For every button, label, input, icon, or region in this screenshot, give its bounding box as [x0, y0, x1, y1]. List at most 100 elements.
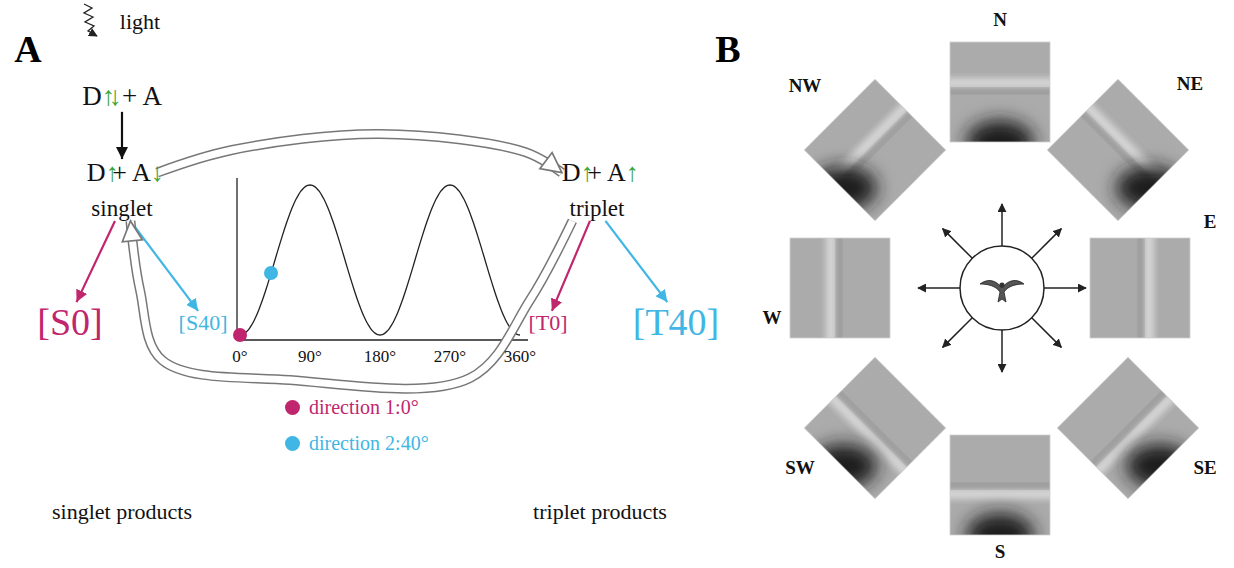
compass-arrow: [1032, 318, 1062, 348]
glyph: ]: [90, 301, 103, 343]
glyph: ↑: [106, 158, 113, 187]
angle-plot: [233, 178, 528, 342]
glyph: +: [112, 158, 127, 187]
plot-axis: [237, 339, 528, 340]
spin-state: D↑↓ + A: [82, 82, 162, 112]
glyph: g: [118, 196, 130, 221]
state-label: D↑+ A↓: [87, 159, 157, 188]
glyph: 0: [688, 301, 707, 343]
bird-symbol: [980, 281, 1024, 302]
reaction-arrow: [122, 112, 123, 159]
compass-arrow: [1001, 330, 1003, 372]
transition-arrow: [130, 221, 572, 389]
arrow-body: [130, 221, 572, 389]
glyph: D: [562, 158, 581, 187]
panel-letter: B: [715, 29, 740, 71]
glyph: [: [179, 310, 186, 335]
state-label: D↑↓ + A: [82, 82, 162, 112]
glyph: ]: [220, 310, 227, 335]
glyph: 0: [71, 301, 90, 343]
glyph: D: [87, 158, 106, 187]
glyph: [: [528, 310, 535, 335]
state-label: [T0]: [528, 311, 567, 335]
compass-ring: [960, 246, 1044, 330]
arrow-head: [157, 134, 562, 173]
glyph: 4: [669, 301, 688, 343]
light-label: light: [120, 10, 160, 34]
bird-head: [999, 282, 1004, 287]
glyph: i: [100, 196, 106, 221]
compass-arrows: [918, 204, 1086, 372]
light-ray: [84, 4, 97, 36]
compass-arrow: [1044, 287, 1086, 289]
compass-arrow: [943, 229, 973, 259]
glyph: 0: [209, 310, 220, 335]
glyph: s: [91, 196, 100, 221]
axis-tick: 360°: [504, 348, 536, 367]
glyph: e: [136, 196, 146, 221]
group-caption: singlet products: [52, 500, 192, 524]
plot-dot: [233, 328, 247, 342]
compass-point: SW: [785, 458, 815, 479]
compass-arrow: [918, 287, 960, 289]
glyph: ↑: [626, 158, 633, 187]
transition-arrow: [157, 134, 562, 173]
glyph: ↑: [581, 158, 588, 187]
compass-point: W: [763, 308, 782, 329]
arrow-line: [121, 112, 123, 159]
compass: [918, 204, 1086, 372]
axis-tick: 90°: [298, 348, 322, 367]
glyph: l: [130, 196, 136, 221]
glyph: ]: [560, 310, 567, 335]
compass-point: NE: [1177, 74, 1203, 95]
glyph: t: [146, 196, 152, 221]
state-label: [S0]: [37, 302, 102, 344]
compass-point: E: [1204, 212, 1217, 233]
glyph: A: [607, 158, 626, 187]
arrow-line: [77, 221, 115, 302]
legend-text: direction 1:0°: [309, 396, 419, 418]
glyph: [127, 158, 132, 187]
glyph: p: [590, 196, 602, 221]
state-label: [S40]: [179, 311, 228, 335]
glyph: l: [601, 196, 607, 221]
compass-arrow: [1001, 204, 1003, 246]
glyph: A: [142, 81, 162, 111]
glyph: i: [584, 196, 590, 221]
legend-swatch: [285, 436, 300, 451]
glyph: ]: [707, 301, 720, 343]
group-caption: triplet products: [533, 500, 667, 524]
glyph: r: [576, 196, 584, 221]
plot-curve: [240, 185, 520, 335]
compass-point: N: [993, 10, 1007, 31]
glyph: ↓: [108, 81, 115, 111]
axis-tick: 180°: [364, 348, 396, 367]
arrow-line: [605, 221, 667, 302]
axis-tick: 0°: [232, 348, 247, 367]
glyph: S: [186, 310, 198, 335]
state-name: singlet: [87, 196, 157, 221]
legend-entry: direction 2:40°: [285, 432, 429, 454]
legend-text: direction 2:40°: [309, 432, 429, 454]
state-label: [T40]: [633, 302, 720, 344]
sky-tile: [1053, 353, 1203, 503]
glyph: S: [50, 301, 71, 343]
panel-letter: A: [14, 29, 41, 71]
sky-tile: [800, 353, 950, 503]
glyph: [602, 158, 607, 187]
spin-state: D↑+ A↑triplet: [562, 159, 632, 221]
product-yield: [S40]: [179, 311, 228, 335]
sky-patterns: [765, 17, 1215, 560]
compass-point: NW: [789, 76, 822, 97]
glyph: A: [132, 158, 151, 187]
arrow-outline: [130, 221, 572, 389]
arrow-head: [130, 221, 572, 389]
spin-state: D↑+ A↓ singlet: [87, 159, 157, 221]
compass-point: SE: [1193, 458, 1216, 479]
state-name: triplet: [562, 196, 632, 221]
sky-tile: [1043, 75, 1193, 225]
glyph: T: [536, 310, 549, 335]
